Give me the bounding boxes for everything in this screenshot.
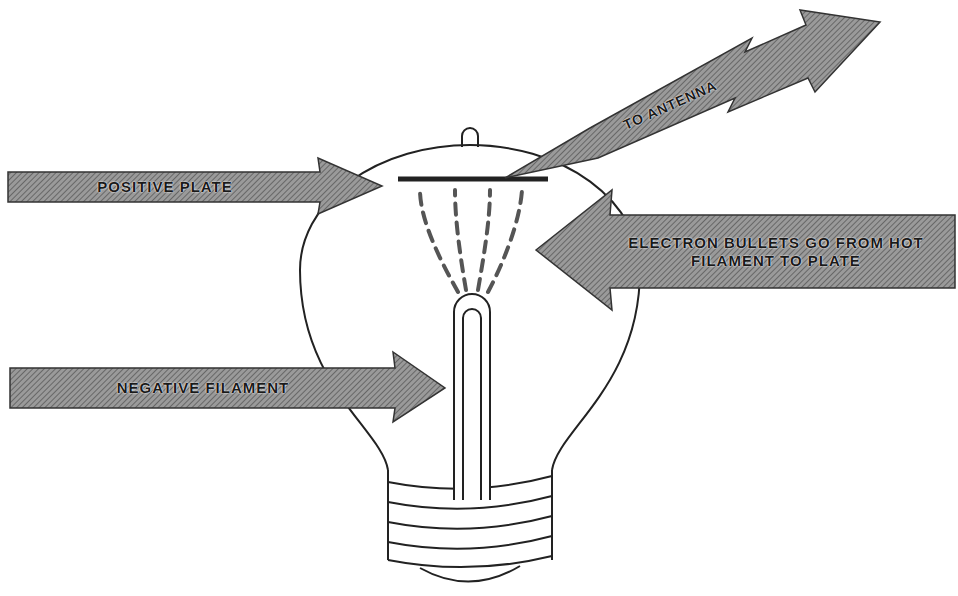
electron-path <box>488 190 522 292</box>
filament <box>454 294 490 500</box>
base-contact <box>420 566 520 582</box>
filament-outer <box>454 294 490 500</box>
arrow-label: POSITIVE PLATE <box>14 172 316 202</box>
thread <box>388 556 552 567</box>
electron-stream <box>420 190 522 292</box>
electron-path <box>478 190 490 290</box>
arrow-outline <box>10 352 445 422</box>
plate <box>398 177 548 182</box>
arrow-label: TO ANTENNA <box>587 59 753 152</box>
arrow-label: NEGATIVE FILAMENT <box>16 368 390 408</box>
electron-path <box>420 190 458 292</box>
arrow-outline <box>505 10 880 178</box>
antenna-bolt: TO ANTENNA <box>500 5 885 185</box>
arrow-outline <box>536 190 955 310</box>
electron-arrow: ELECTRON BULLETS GO FROM HOT FILAMENT TO… <box>530 185 958 315</box>
thread <box>388 516 552 529</box>
arrow-label: ELECTRON BULLETS GO FROM HOT FILAMENT TO… <box>600 215 952 288</box>
arrow-outline <box>8 158 382 214</box>
filament-inner <box>463 309 481 500</box>
filament-arrow: NEGATIVE FILAMENT <box>5 345 450 425</box>
electron-path <box>455 190 466 290</box>
plate-arrow: POSITIVE PLATE <box>5 155 385 220</box>
thread <box>388 536 552 549</box>
bulb-tip <box>462 128 478 147</box>
